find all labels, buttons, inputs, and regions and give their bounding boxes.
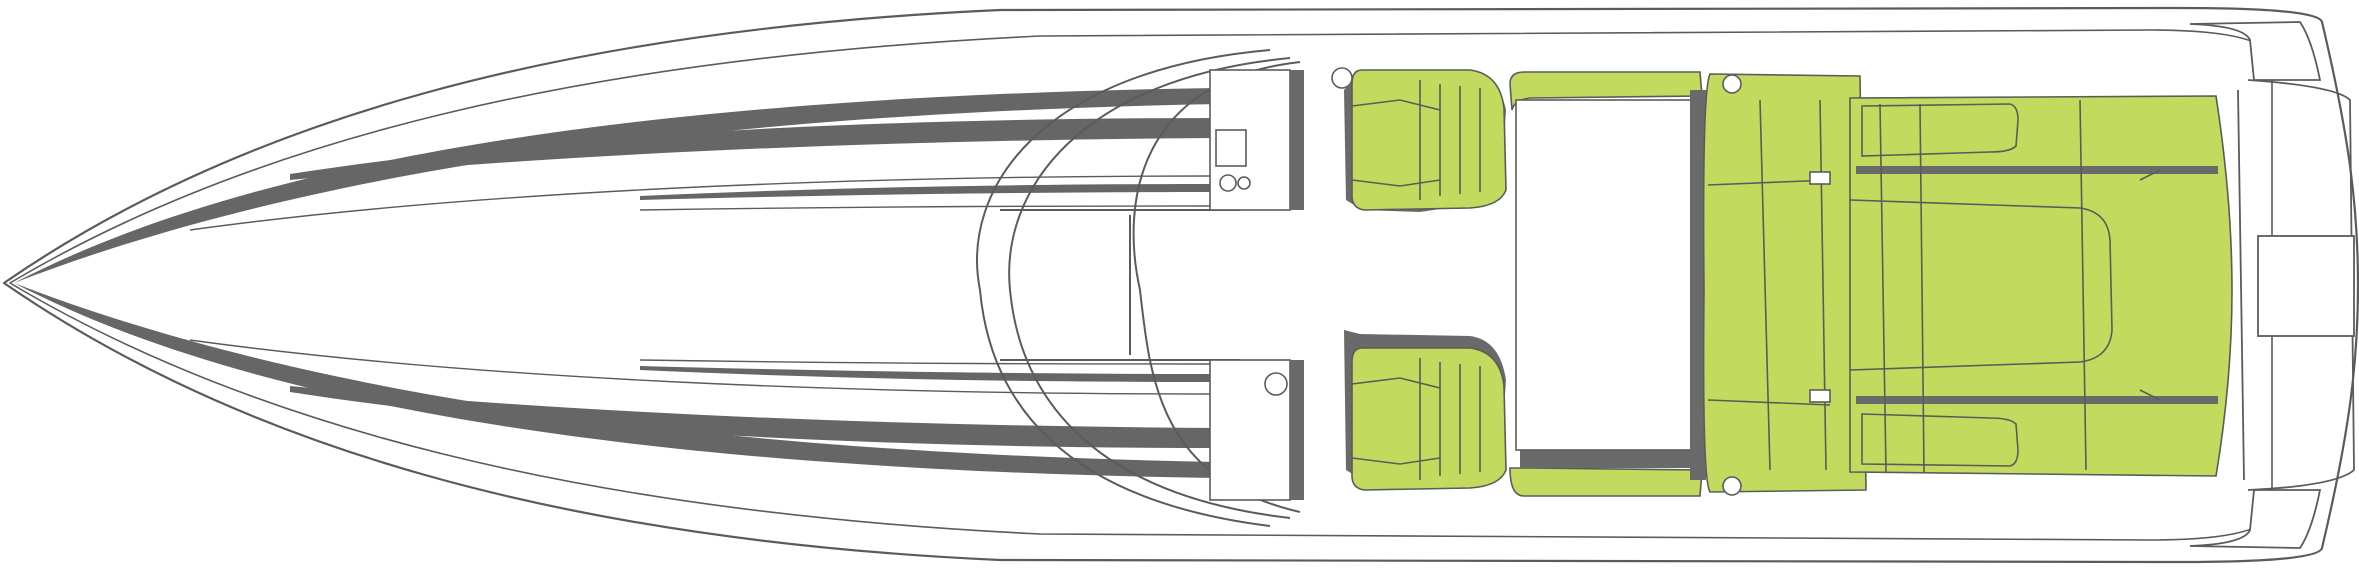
bench-divider-stbd [1809, 389, 1831, 403]
stripe-port-inner [640, 184, 1220, 200]
sun-pad-panel [1849, 199, 2113, 371]
stern-box [2257, 235, 2355, 337]
stripe-stbd-inner [640, 366, 1220, 382]
side-pad-stbd [1509, 467, 1703, 497]
bench-divider-port [1809, 171, 1831, 185]
rear-bench [1690, 73, 1867, 496]
cleat-icon [1722, 476, 1742, 496]
bench-shadow [1690, 90, 1706, 480]
windshield-inner [1008, 57, 1291, 519]
stripe-port-outer [14, 88, 1220, 283]
cleat-icon [1264, 372, 1288, 396]
helm-gauge-panel [1215, 129, 1247, 167]
stern-corner-bottom [2189, 489, 2322, 549]
helm-console-shadow [1290, 70, 1304, 210]
sun-pad-cushion [1849, 95, 2233, 477]
hull-outer [2, 6, 2359, 564]
windshield [976, 49, 1301, 527]
stripe-port-mid [290, 118, 1220, 180]
transom [2189, 21, 2355, 549]
seat-cushion [1351, 69, 1507, 211]
gauge-icon [1237, 176, 1251, 190]
bow-tip [3, 271, 21, 295]
helm-dash [1209, 67, 1353, 501]
windshield-outer [976, 49, 1271, 527]
sun-pad-strap-stbd [1856, 396, 2218, 404]
transom-line [2237, 89, 2245, 481]
cockpit [1509, 71, 1710, 497]
stern-corner-top [2189, 21, 2322, 81]
windshield-inner-2 [1132, 61, 1301, 513]
cockpit-floor [1515, 99, 1703, 451]
bucket-seat-port [1344, 69, 1507, 212]
stripe-stbd-mid [290, 386, 1220, 448]
windshield-frame-line [1000, 209, 1240, 361]
deck-lines [189, 175, 1211, 395]
sun-pad-pillow-stbd [1861, 413, 2019, 467]
sun-pad [1849, 95, 2233, 477]
bucket-seat-starboard [1344, 330, 1507, 491]
gauge-icon [1219, 174, 1237, 192]
helm-console-shadow-stbd [1290, 360, 1304, 500]
stripe-stbd-outer [14, 283, 1220, 478]
bench-cushion [1702, 73, 1867, 493]
sun-pad-pillow-port [1861, 103, 2019, 157]
deck-stripes [14, 88, 1220, 478]
cleat-icon [1722, 74, 1742, 94]
seat-cushion [1351, 347, 1507, 491]
cockpit-floor-shadow-stbd [1520, 450, 1710, 468]
sun-pad-strap-port [1856, 166, 2218, 174]
